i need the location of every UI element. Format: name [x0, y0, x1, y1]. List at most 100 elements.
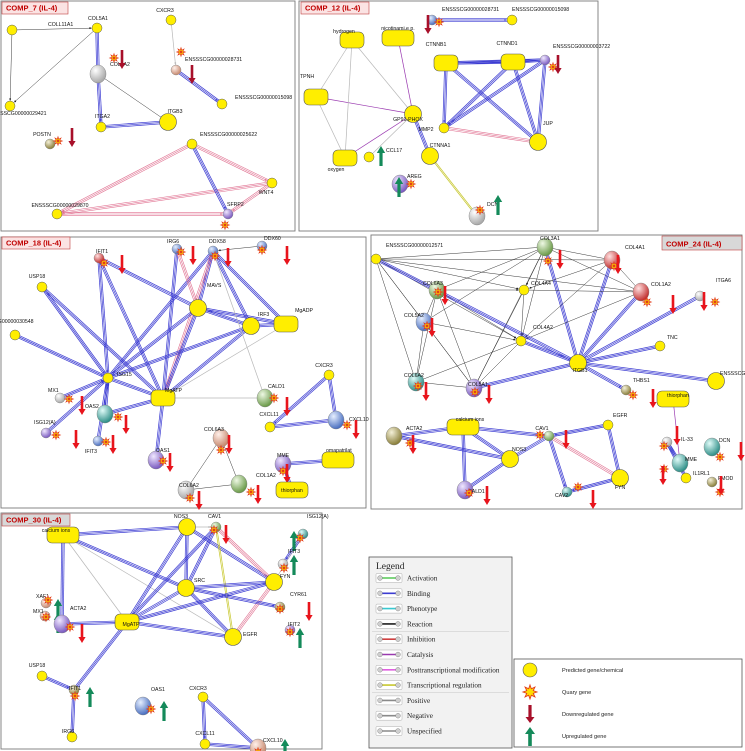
node-enssscg00000025622[interactable]: ENSSSCG00000025622: [186, 132, 257, 150]
node-mme[interactable]: MME: [274, 453, 292, 483]
node-mgatp[interactable]: MgATP: [114, 613, 140, 631]
node-mgatp[interactable]: MgATP: [150, 388, 182, 407]
node-wnt4[interactable]: WNT4: [259, 177, 278, 196]
node-enssscg00000015098[interactable]: ENSSSCG00000015098: [506, 7, 569, 26]
node-usp18[interactable]: USP18: [29, 274, 48, 293]
node-ifit3[interactable]: IFIT3: [277, 549, 300, 575]
node-calcium-ions[interactable]: calcium ions: [42, 526, 80, 544]
node-cxcr3[interactable]: CXCR3: [189, 686, 209, 703]
node-ifit1[interactable]: IFIT1: [93, 249, 126, 274]
node-col6a3[interactable]: COL6A3: [423, 280, 449, 305]
node-ddx60[interactable]: DDX60: [256, 236, 291, 265]
node-mme[interactable]: MME: [658, 453, 698, 485]
node-ifit2[interactable]: IFIT2: [284, 622, 305, 648]
node-col5a2[interactable]: COL5A2: [404, 312, 436, 337]
node-col6a2[interactable]: COL6A2: [177, 480, 203, 510]
node-ddx58[interactable]: DDX58: [207, 239, 232, 267]
node-tpnh[interactable]: TPNH: [300, 74, 329, 106]
node-col1a2[interactable]: COL1A2: [632, 282, 677, 314]
node-nos3[interactable]: NOS3: [501, 447, 527, 468]
node-ctnnd1[interactable]: CTNND1: [496, 41, 526, 71]
node-col1a2[interactable]: COL1A2: [230, 473, 276, 504]
node-irf3[interactable]: IRF3: [242, 312, 270, 335]
node-dcn[interactable]: DCN: [468, 195, 503, 226]
node-cav2[interactable]: CAV2: [555, 481, 597, 509]
node-enssscg00000030548[interactable]: ENSSSCG00000030548: [0, 319, 34, 341]
node-egfr[interactable]: EGFR: [602, 413, 628, 431]
node-oas2[interactable]: OAS2: [85, 404, 130, 434]
node-cxcl11[interactable]: CXCL11: [195, 731, 215, 750]
node-ctnna1[interactable]: CTNNA1: [430, 122, 451, 149]
node-enssscg00000015098[interactable]: ENSSSCG00000015098: [216, 95, 292, 110]
node-thiorphan[interactable]: thiorphan: [275, 481, 309, 499]
node-fmod[interactable]: FMOD: [706, 476, 734, 498]
node-thiorphan[interactable]: thiorphan: [656, 390, 690, 408]
node-col6a3[interactable]: COL6A3: [204, 427, 233, 456]
node-enssscg00000028731[interactable]: ENSSSCG00000028731: [170, 46, 242, 84]
node-enssscg00000012571[interactable]: ENSSSCG00000012571: [370, 243, 443, 265]
node-enssscg00000029870[interactable]: ENSSSCG00000029870: [31, 203, 89, 220]
node-nicotinami-e-p[interactable]: nicotinami.e p.: [381, 26, 415, 47]
node-mx1[interactable]: MX1: [48, 388, 86, 415]
node-thbs1[interactable]: THBS1: [620, 378, 657, 408]
node-col4a1[interactable]: COL4A1: [603, 245, 645, 274]
node-cxcl10[interactable]: CXCL10: [249, 738, 290, 751]
node-col5a1[interactable]: COL5A1: [465, 378, 493, 404]
node-cav1[interactable]: CAV1: [534, 426, 570, 449]
node-sfrp2[interactable]: SFRP2: [219, 202, 244, 231]
node-jup[interactable]: JUP: [529, 121, 554, 151]
node-il-33[interactable]: IL-33: [658, 426, 693, 452]
node-omapatrilat[interactable]: omapatrilat: [321, 448, 355, 469]
node-fyn[interactable]: FYN: [611, 469, 629, 492]
node-enssscg00000003722[interactable]: ENSSSCG00000003722: [539, 44, 610, 74]
node-enssscg00000028731[interactable]: ENSSSCG00000028731: [424, 7, 499, 34]
node-hydrogen[interactable]: hydrogen: [333, 29, 365, 49]
node-areg[interactable]: AREG: [391, 174, 422, 197]
node-itgb3[interactable]: ITGB3: [159, 109, 183, 131]
node-il1rl1[interactable]: IL1RL1: [680, 471, 710, 484]
node-itgb1[interactable]: ITGB1: [569, 354, 588, 375]
node-cxcl10[interactable]: CXCL10: [327, 410, 369, 439]
node-cxcl11[interactable]: CXCL11: [259, 412, 279, 433]
node-src[interactable]: SRC: [177, 578, 206, 597]
node-xaf1[interactable]: XAF1: [36, 594, 63, 619]
node-ifit1[interactable]: IFIT1: [68, 684, 95, 707]
node-postn[interactable]: POSTN: [33, 128, 76, 150]
node-col4a4[interactable]: COL4A4: [518, 281, 551, 296]
node-cxcr3[interactable]: CXCR3: [315, 363, 335, 381]
node-enssscg000000264[interactable]: ENSSSCG000000264: [707, 371, 745, 390]
node-ifit3[interactable]: IFIT3: [85, 435, 117, 455]
node-usp18[interactable]: USP18: [29, 663, 48, 682]
node-fyn[interactable]: FYN: [265, 573, 291, 591]
node-cav1[interactable]: CAV1: [208, 514, 230, 544]
node-col3a1[interactable]: COL3A1: [536, 236, 564, 269]
node-acta2[interactable]: ACTA2: [53, 606, 86, 643]
node-dcn[interactable]: DCN: [703, 437, 745, 463]
node-irg6[interactable]: IRG6: [62, 729, 78, 743]
node-enssscg00000029421[interactable]: ENSSSCG00000029421: [0, 100, 47, 117]
node-gp91-phox[interactable]: GP91-PHOX: [393, 105, 423, 124]
node-isg12-a[interactable]: ISG12(A): [289, 514, 329, 551]
node-cald1[interactable]: CALD1: [456, 480, 491, 505]
node-calcium-ions[interactable]: calcium ions: [446, 417, 485, 436]
node-col4a2[interactable]: COL4A2: [515, 325, 553, 347]
node-col6a2[interactable]: COL6A2: [404, 372, 430, 401]
node-coll11a1[interactable]: COLL11A1: [6, 22, 73, 36]
node-mgadp[interactable]: MgADP: [273, 308, 313, 333]
node-oas1[interactable]: OAS1: [147, 448, 174, 472]
node-mmp2[interactable]: MMP2: [419, 127, 439, 165]
node-itga6[interactable]: ITGA6: [694, 278, 731, 311]
node-ctnnb1[interactable]: CTNNB1: [426, 42, 459, 72]
node-col1a2[interactable]: COL1A2: [89, 50, 130, 84]
node-cxcr3[interactable]: CXCR3: [156, 8, 177, 26]
node-isg12-a[interactable]: ISG12(A): [34, 420, 80, 449]
node-itga2[interactable]: ITGA2: [95, 114, 110, 133]
node-acta2[interactable]: ACTA2: [385, 426, 422, 454]
node-egfr[interactable]: EGFR: [224, 628, 258, 646]
node-cyr61[interactable]: CYR61: [274, 592, 313, 621]
node-oxygen[interactable]: oxygen: [328, 149, 358, 173]
node-isg15[interactable]: ISG15: [102, 372, 132, 384]
node-ccl17[interactable]: CCL17: [363, 146, 402, 166]
node-irg6[interactable]: IRG6: [167, 239, 197, 265]
node-nos3[interactable]: NOS3: [174, 514, 196, 536]
